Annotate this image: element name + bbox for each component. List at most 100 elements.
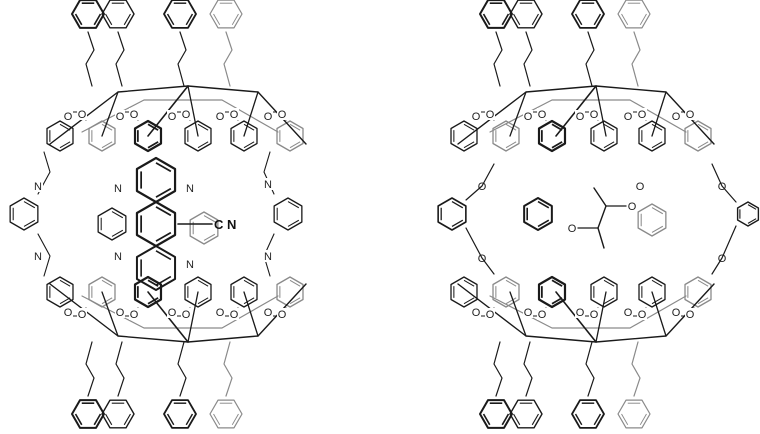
alkyl-foot [177,31,187,87]
foot-phenyl-ring [571,0,605,29]
double-bond [197,141,209,149]
foot-phenyl-ring [71,399,105,429]
alkyl-foot [223,31,233,87]
double-bond [593,413,602,426]
double-bond [639,413,647,426]
bowl-ring [230,120,258,152]
double-bond [513,413,521,426]
double-bond [197,297,209,305]
atom-mask [575,306,585,318]
double-bond [621,413,629,426]
double-bond [203,233,216,241]
oxygen-label: O [590,309,599,321]
bowl-ring [276,276,304,308]
double-bond [463,279,475,287]
double-bond [105,413,113,426]
double-bond [147,123,159,131]
atom-mask [33,250,43,262]
foot-phenyl-ring [101,399,135,429]
atom-mask [277,308,287,320]
oxygen-label: O [686,109,695,121]
bowl-ring [537,275,567,309]
double-bond [505,123,517,131]
bowl-strut [187,291,199,343]
double-bond [651,279,663,287]
oxygen-label: O [168,111,177,123]
atom-mask [635,180,645,192]
double-bond [123,413,131,426]
oxygen-label: O [686,309,695,321]
double-bond [697,123,709,131]
bowl-ring [638,120,666,152]
bowl-strut [243,291,259,337]
atom-mask [537,108,547,120]
double-bond [651,297,663,305]
double-bond [231,413,239,426]
double-bond [289,279,301,287]
double-bond [197,279,209,287]
double-bond [243,297,255,305]
bowl-ring [133,275,163,309]
double-bond [243,279,255,287]
oxygen-label: O [576,111,585,123]
bowl-ring [230,276,258,308]
oxygen-label: O [486,309,495,321]
atom-mask [113,182,123,194]
double-bond [482,413,491,426]
double-bond [505,297,517,305]
inner-linker-ring [523,197,553,231]
oxygen-label: O [478,181,487,193]
bowl-ring [537,119,567,153]
bowl-strut [509,91,527,137]
bowl-strut [101,91,119,137]
double-bond [231,13,239,26]
atom-mask [185,182,195,194]
double-bond [551,279,563,287]
bowl-ring [184,276,212,308]
double-bond [213,413,221,426]
atom-mask [229,308,239,320]
oxygen-label: O [264,307,273,319]
double-bond [147,297,159,305]
nitrogen-label: N [186,183,194,195]
double-bond [287,219,300,227]
double-bond [74,13,83,26]
atom-mask [589,108,599,120]
atom-mask [263,306,273,318]
double-bond [621,13,629,26]
double-bond [697,279,709,287]
double-bond [101,141,113,149]
oxygen-label: O [590,109,599,121]
double-bond [213,13,221,26]
bowl-strut [595,85,607,137]
double-bond [155,206,172,217]
oxygen-label: O [182,309,191,321]
bowl-strut [101,291,119,337]
guest-side-ring [97,207,127,241]
oxygen-label: O [216,307,225,319]
oxygen-label: O [672,307,681,319]
atom-mask [485,308,495,320]
double-bond [155,250,172,261]
oxygen-label: O [64,111,73,123]
oxygen-label: O [472,111,481,123]
double-bond [166,13,175,26]
ether-link [465,163,495,201]
oxygen-label: O [78,309,87,321]
atom-mask [115,306,125,318]
foot-phenyl-ring [71,0,105,29]
atom-mask [567,222,577,234]
alkyl-foot [585,31,595,87]
oxygen-label: O [638,109,647,121]
double-bond [501,13,510,26]
double-bond [451,219,464,228]
oxygen-label: O [278,109,287,121]
nitrogen-label: N [264,251,272,263]
double-bond [651,207,664,215]
atom-mask [685,108,695,120]
double-bond [603,279,615,287]
oxygen-label: O [624,111,633,123]
oxygen-label: O [576,307,585,319]
atom-mask [575,110,585,122]
